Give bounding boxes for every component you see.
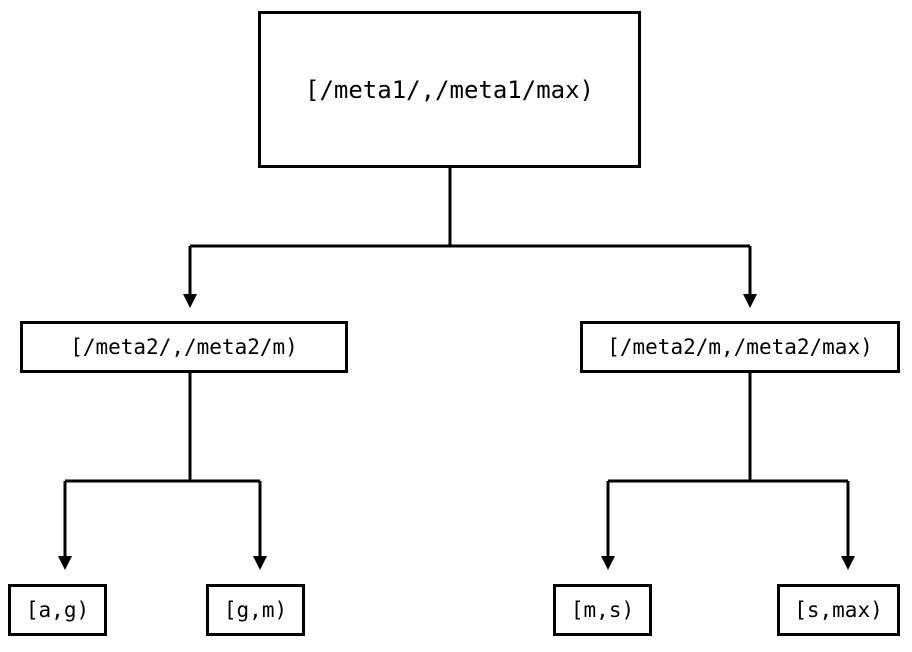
arrowhead-root-to-meta2-high — [743, 294, 757, 308]
edge-root-to-children — [183, 168, 757, 308]
node-leaf-m-s[interactable]: [m,s) — [553, 584, 652, 636]
node-leaf-s-max-label: [s,max) — [794, 597, 883, 622]
arrowhead-meta2-high-to-leaf-smax — [841, 556, 855, 570]
node-meta2-low-label: [/meta2/,/meta2/m) — [70, 334, 298, 359]
node-root-label: [/meta1/,/meta1/max) — [305, 75, 594, 104]
node-root-meta1-range[interactable]: [/meta1/,/meta1/max) — [258, 11, 641, 168]
node-leaf-a-g[interactable]: [a,g) — [8, 584, 107, 636]
arrowhead-meta2-low-to-leaf-ag — [58, 556, 72, 570]
arrowhead-meta2-high-to-leaf-ms — [601, 556, 615, 570]
node-leaf-s-max[interactable]: [s,max) — [777, 584, 900, 636]
node-leaf-m-s-label: [m,s) — [570, 597, 635, 622]
edge-meta2-high-to-children — [601, 373, 855, 570]
edge-meta2-low-to-children — [58, 373, 267, 570]
arrowhead-root-to-meta2-low — [183, 294, 197, 308]
node-meta2-low-range[interactable]: [/meta2/,/meta2/m) — [20, 321, 348, 373]
node-leaf-a-g-label: [a,g) — [25, 597, 90, 622]
node-leaf-g-m[interactable]: [g,m) — [206, 584, 305, 636]
node-leaf-g-m-label: [g,m) — [223, 597, 288, 622]
arrowhead-meta2-low-to-leaf-gm — [253, 556, 267, 570]
node-meta2-high-range[interactable]: [/meta2/m,/meta2/max) — [580, 321, 900, 373]
node-meta2-high-label: [/meta2/m,/meta2/max) — [607, 334, 873, 359]
